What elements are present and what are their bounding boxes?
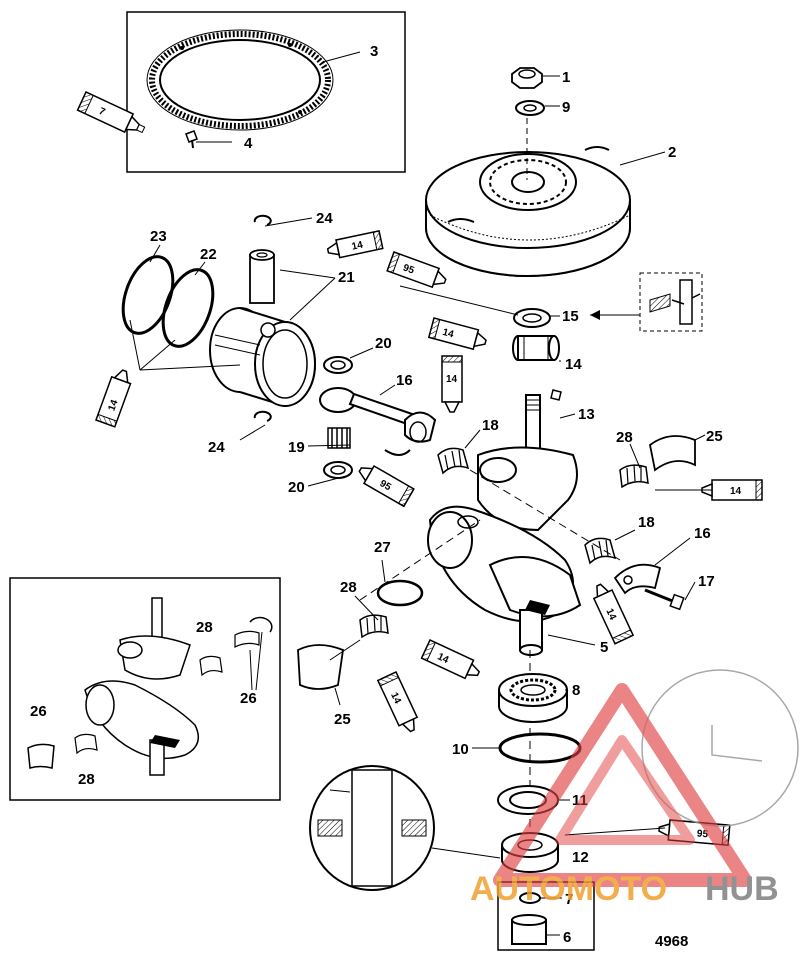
callout-20-b: 20 [288,479,305,496]
callout-13: 13 [578,406,595,423]
tube-label: 95 [696,828,708,840]
tube-label: 95 [378,478,394,493]
callout-19: 19 [288,439,305,456]
tube-label: 14 [388,691,403,706]
callout-16-b: 16 [694,525,711,542]
snap-ring-10 [498,732,582,764]
callout-20-a: 20 [375,335,392,352]
callout-7: 7 [565,891,573,908]
tube-14-h: 14 [376,671,419,733]
needle-cage-18-lower [584,537,617,565]
crankshaft-inset [9,577,281,801]
callout-25-b: 25 [334,711,351,728]
lower-ball-bearing-8 [498,673,568,723]
tube-14-a: 14 [326,229,384,259]
reference-number: 4968 [655,933,688,950]
callout-1: 1 [562,69,570,86]
rod-bolt-17 [644,588,685,611]
tube-95-b: 95 [358,464,415,508]
tube-label: 14 [106,398,120,413]
seal-detail-box [639,272,703,332]
tube-label: 14 [351,240,365,253]
piston-rings [121,255,215,348]
callout-14: 14 [565,356,582,373]
callout-23: 23 [150,228,167,245]
callout-8: 8 [572,682,580,699]
needle-cage-18-upper [437,447,470,475]
callout-17: 17 [698,573,715,590]
callout-18-b: 18 [638,514,655,531]
watermark-text-2: HUB [705,870,779,908]
wrist-pin [249,249,275,304]
retaining-ring-27 [376,579,424,607]
callout-18-a: 18 [482,417,499,434]
piston [209,307,316,408]
bottom-parts-box [497,881,595,951]
seal-detail-circle [309,765,435,891]
piston-pin-clips [253,214,272,422]
flywheel [425,146,631,277]
callout-9: 9 [562,99,570,116]
watermark-logo: AUTOMOTO HUB [470,669,799,908]
needle-bearing-19 [327,427,351,449]
callout-22: 22 [200,246,217,263]
tube-14-f: 14 [592,583,635,645]
ring-gear-inset: 7 [76,11,406,173]
callout-26-b: 26 [30,703,47,720]
sealant-tube-7: 7 [76,91,146,134]
tube-14-c: 14 [441,355,463,413]
callout-3: 3 [370,43,378,60]
tube-label: 14 [603,607,618,622]
tube-label: 14 [730,486,742,497]
callout-28-b: 28 [340,579,357,596]
tube-label: 14 [446,374,458,385]
callout-27: 27 [374,539,391,556]
connecting-rod [319,387,437,456]
tube-14-d: 14 [95,369,132,428]
watermark-text-1: AUTOMOTO [470,870,667,908]
upper-main-bearing [512,335,560,361]
needle-cage-28-right [619,464,649,489]
tube-95-a: 95 [386,251,447,289]
tube-label: 14 [436,651,451,666]
callout-labels: 1 2 3 4 5 6 7 8 9 10 11 12 13 14 15 16 1… [30,43,723,946]
needle-cage-28-left [359,614,389,639]
bearing-race-25-right [649,435,696,472]
callout-25-a: 25 [706,428,723,445]
tube-label: 95 [401,262,416,276]
tube-14-g: 14 [420,639,481,680]
callout-16-a: 16 [396,372,413,389]
tube-label: 7 [97,106,107,119]
upper-oil-seal [513,308,551,328]
callout-2: 2 [668,144,676,161]
callout-10: 10 [452,741,469,758]
callout-28-c: 28 [196,619,213,636]
callout-26-a: 26 [240,690,257,707]
callout-4: 4 [244,135,253,152]
callout-24-b: 24 [208,439,225,456]
rod-cap-16 [613,563,662,595]
callout-24-a: 24 [316,210,333,227]
bearing-race-25-left [297,644,344,690]
callout-12: 12 [572,849,589,866]
leader-lines [149,75,706,936]
callout-28-d: 28 [78,771,95,788]
thrust-washer-upper [323,356,353,374]
callout-15: 15 [562,308,579,325]
tube-14-b: 14 [427,317,487,351]
crankshaft [427,389,582,656]
callout-28-a: 28 [616,429,633,446]
flywheel-nut [511,67,543,89]
callout-5: 5 [600,639,608,656]
tube-14-e: 14 [701,479,763,501]
callout-21: 21 [338,269,355,286]
tube-label: 14 [441,327,455,341]
flywheel-washer [515,100,545,116]
callout-6: 6 [563,929,571,946]
